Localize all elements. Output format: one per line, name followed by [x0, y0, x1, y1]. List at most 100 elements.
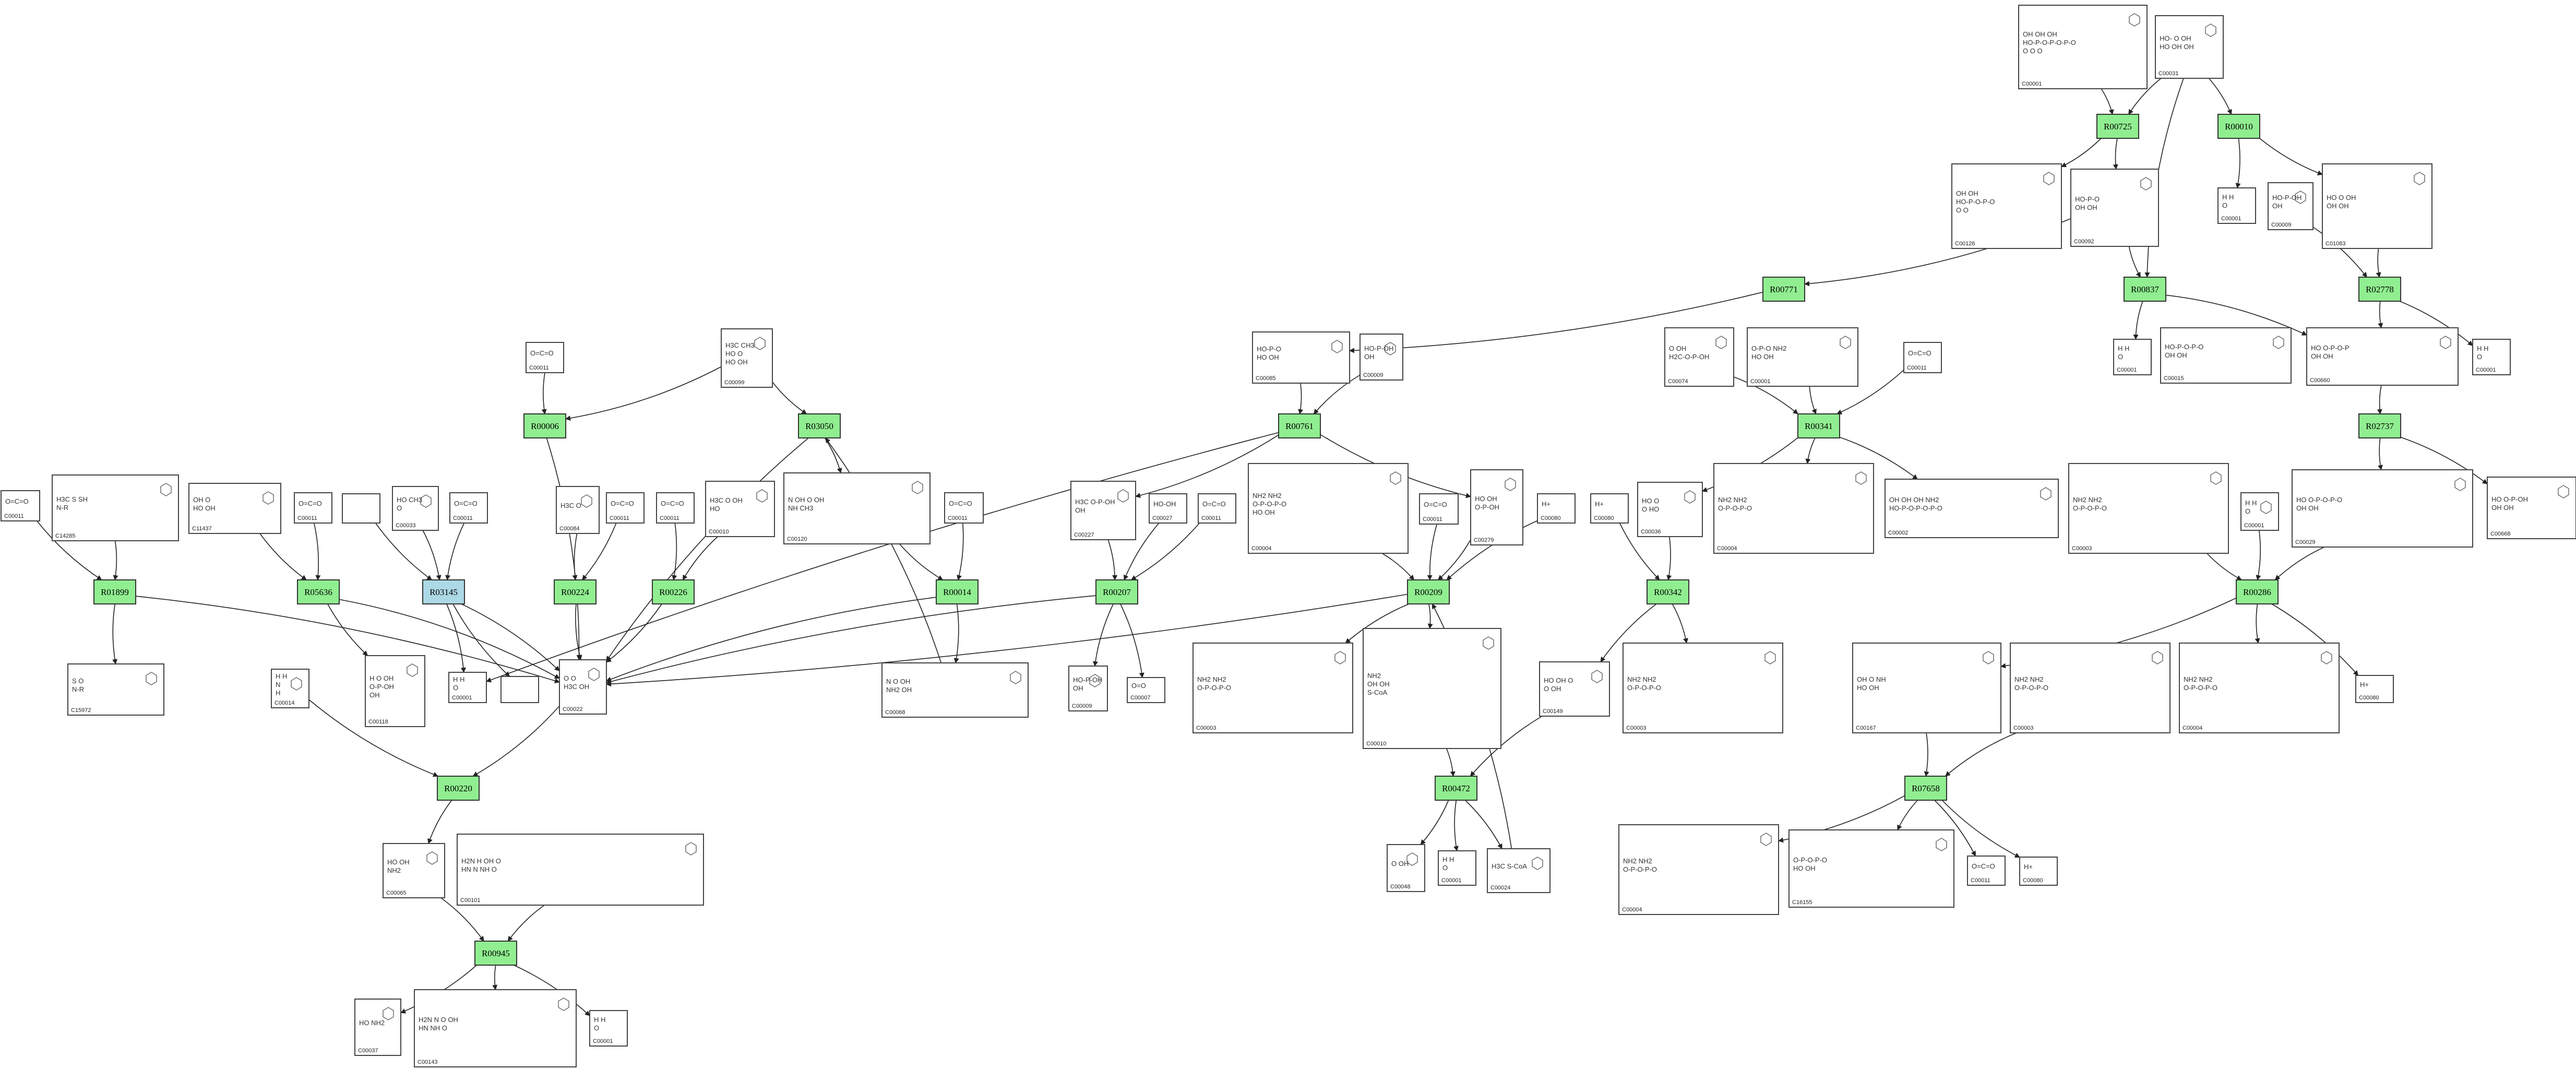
reaction-node-R00010[interactable]: R00010 [2217, 114, 2260, 139]
reaction-node-R00014[interactable]: R00014 [936, 579, 979, 604]
reaction-node-R00341[interactable]: R00341 [1797, 413, 1840, 438]
reaction-node-R00286[interactable]: R00286 [2236, 579, 2279, 604]
reaction-node-R05636[interactable]: R05636 [297, 579, 340, 604]
reaction-node-R00945[interactable]: R00945 [474, 941, 517, 966]
reaction-node-R00224[interactable]: R00224 [554, 579, 597, 604]
reaction-node-R00725[interactable]: R00725 [2096, 114, 2139, 139]
compound-node-C00080_d[interactable]: H+C00080 [2019, 857, 2058, 886]
reaction-node-R00209[interactable]: R00209 [1407, 579, 1450, 604]
compound-node-blank_2[interactable] [500, 676, 539, 703]
compound-node-C00080_c[interactable]: H+C00080 [2355, 675, 2394, 703]
compound-node-C00080_b[interactable]: H+C00080 [1590, 493, 1629, 524]
reaction-node-R00226[interactable]: R00226 [652, 579, 695, 604]
reaction-node-R00771[interactable]: R00771 [1762, 277, 1805, 302]
reaction-node-R02737[interactable]: R02737 [2358, 413, 2401, 438]
compound-node-C00080_a[interactable]: H+C00080 [1537, 493, 1576, 524]
compound-node-blank_1[interactable] [342, 493, 380, 524]
reaction-node-R03050[interactable]: R03050 [798, 413, 841, 438]
reaction-node-R00006[interactable]: R00006 [523, 413, 566, 438]
reaction-node-R00342[interactable]: R00342 [1647, 579, 1689, 604]
reaction-node-R02778[interactable]: R02778 [2358, 277, 2401, 302]
reaction-node-R03145[interactable]: R03145 [422, 579, 465, 604]
reaction-node-R00837[interactable]: R00837 [2124, 277, 2166, 302]
reaction-node-R00207[interactable]: R00207 [1095, 579, 1138, 604]
compound-box [1248, 463, 1409, 554]
reaction-node-R00761[interactable]: R00761 [1278, 413, 1321, 438]
reaction-node-R00472[interactable]: R00472 [1435, 776, 1477, 801]
reaction-node-R07658[interactable]: R07658 [1904, 776, 1947, 801]
reaction-node-R00220[interactable]: R00220 [437, 776, 480, 801]
reaction-node-R01899[interactable]: R01899 [93, 579, 136, 604]
